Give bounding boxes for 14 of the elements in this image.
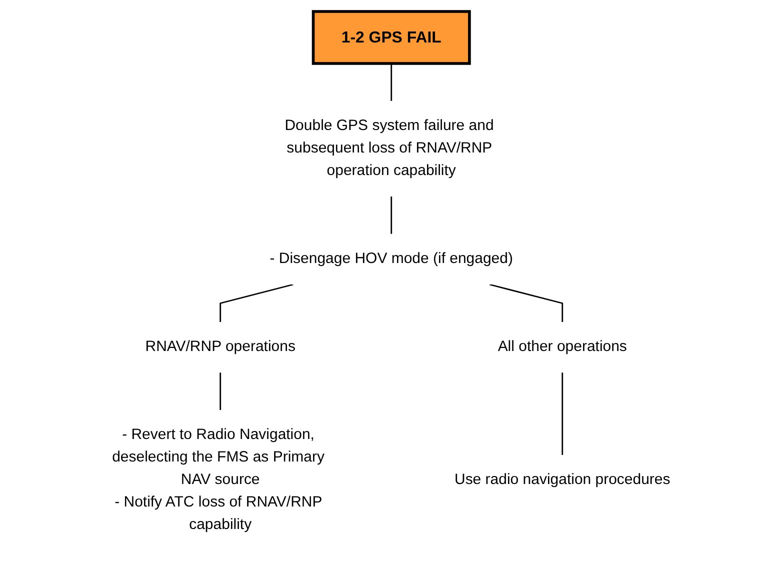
node-text: Use radio navigation procedures — [454, 472, 670, 488]
node-text: - Revert to Radio Navigation, deselecting the FMS as Primary NAV source - Notify ATC loss of RNAV/RNP capability — [112, 426, 324, 533]
node-text: All other operations — [497, 338, 627, 355]
node-text: - Disengage HOV mode (if engaged) — [269, 250, 513, 267]
connector — [219, 372, 221, 410]
connector — [390, 63, 392, 101]
node-text: Double GPS system failure and subsequent loss of RNAV/RNP operation capability — [284, 118, 494, 179]
connector — [561, 372, 563, 455]
connector — [390, 196, 392, 234]
connector — [219, 284, 293, 322]
flowchart: 1-2 GPS FAIL Double GPS system failure and subsequent loss of RNAV/RNP operation capability - Disengage HOV mode (if engaged) RNAV/RNP operations All other operations - Revert to Radio Navigation, deselecting the FMS as Primary NAV source - Notify ATC loss of RNAV/RNP capability Use radio navigation procedures — [62, 4, 706, 558]
connector — [489, 284, 563, 322]
node-box — [311, 10, 470, 65]
node-text: RNAV/RNP operations — [144, 338, 296, 355]
